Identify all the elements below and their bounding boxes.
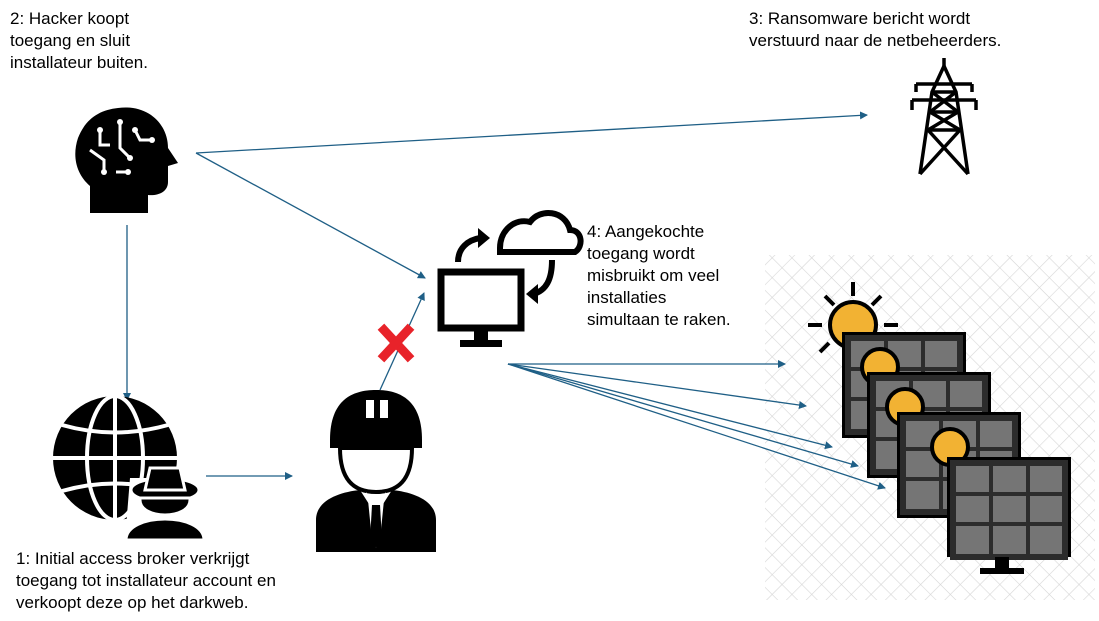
arrow-computer-to-panel-4 bbox=[507, 363, 859, 468]
step-4-label: 4: Aangekochte toegang wordt misbruikt o… bbox=[587, 222, 731, 329]
arrow-computer-to-panel-2 bbox=[507, 363, 807, 409]
step-3-label: 3: Ransomware bericht wordt verstuurd na… bbox=[749, 9, 1002, 50]
blocked-cross-icon bbox=[377, 323, 415, 363]
arrow-hacker-to-tower bbox=[195, 111, 868, 154]
hacker-head-icon bbox=[75, 107, 178, 213]
arrow-computer-to-panel-5 bbox=[507, 363, 886, 490]
computer-cloud-icon bbox=[437, 210, 584, 347]
step-2-label: 2: Hacker koopt toegang en sluit install… bbox=[10, 9, 148, 72]
globe-spy-icon bbox=[53, 394, 206, 542]
step-1-label: 1: Initial access broker verkrijgt toega… bbox=[16, 549, 276, 612]
power-tower-icon bbox=[910, 58, 978, 176]
solar-panel-icon bbox=[808, 282, 1071, 574]
arrow-hacker-to-computer bbox=[195, 152, 426, 279]
arrows bbox=[123, 111, 886, 490]
installer-icon bbox=[316, 390, 436, 552]
arrow-computer-to-panel-3 bbox=[507, 363, 833, 450]
